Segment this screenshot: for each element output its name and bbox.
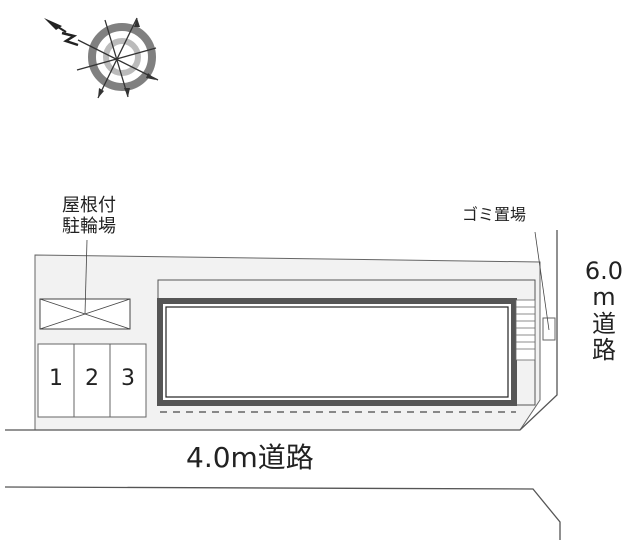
garbage-label: ゴミ置場	[462, 205, 527, 224]
label-line: 路	[592, 336, 616, 365]
label-line: m	[592, 283, 616, 312]
parking-space-3: 3	[121, 366, 135, 391]
side-road-label: 6.0 m 道 路	[582, 258, 626, 364]
north-label-z	[61, 31, 79, 47]
label-line: 6.0	[584, 257, 624, 285]
road-edges	[4, 230, 561, 540]
bike-parking-label: 屋根付 駐輪場	[62, 195, 116, 237]
bike-parking	[39, 239, 131, 330]
parking-space-2: 2	[85, 366, 99, 391]
label-line: 屋根付	[62, 195, 116, 216]
car-parking	[37, 343, 147, 418]
label-line: 駐輪場	[62, 215, 116, 237]
stairs	[515, 299, 536, 361]
front-road-label: 4.0m道路	[186, 441, 314, 474]
parking-space-1: 1	[49, 366, 63, 391]
compass-icon	[44, 17, 159, 99]
label-line: 道	[592, 309, 616, 338]
